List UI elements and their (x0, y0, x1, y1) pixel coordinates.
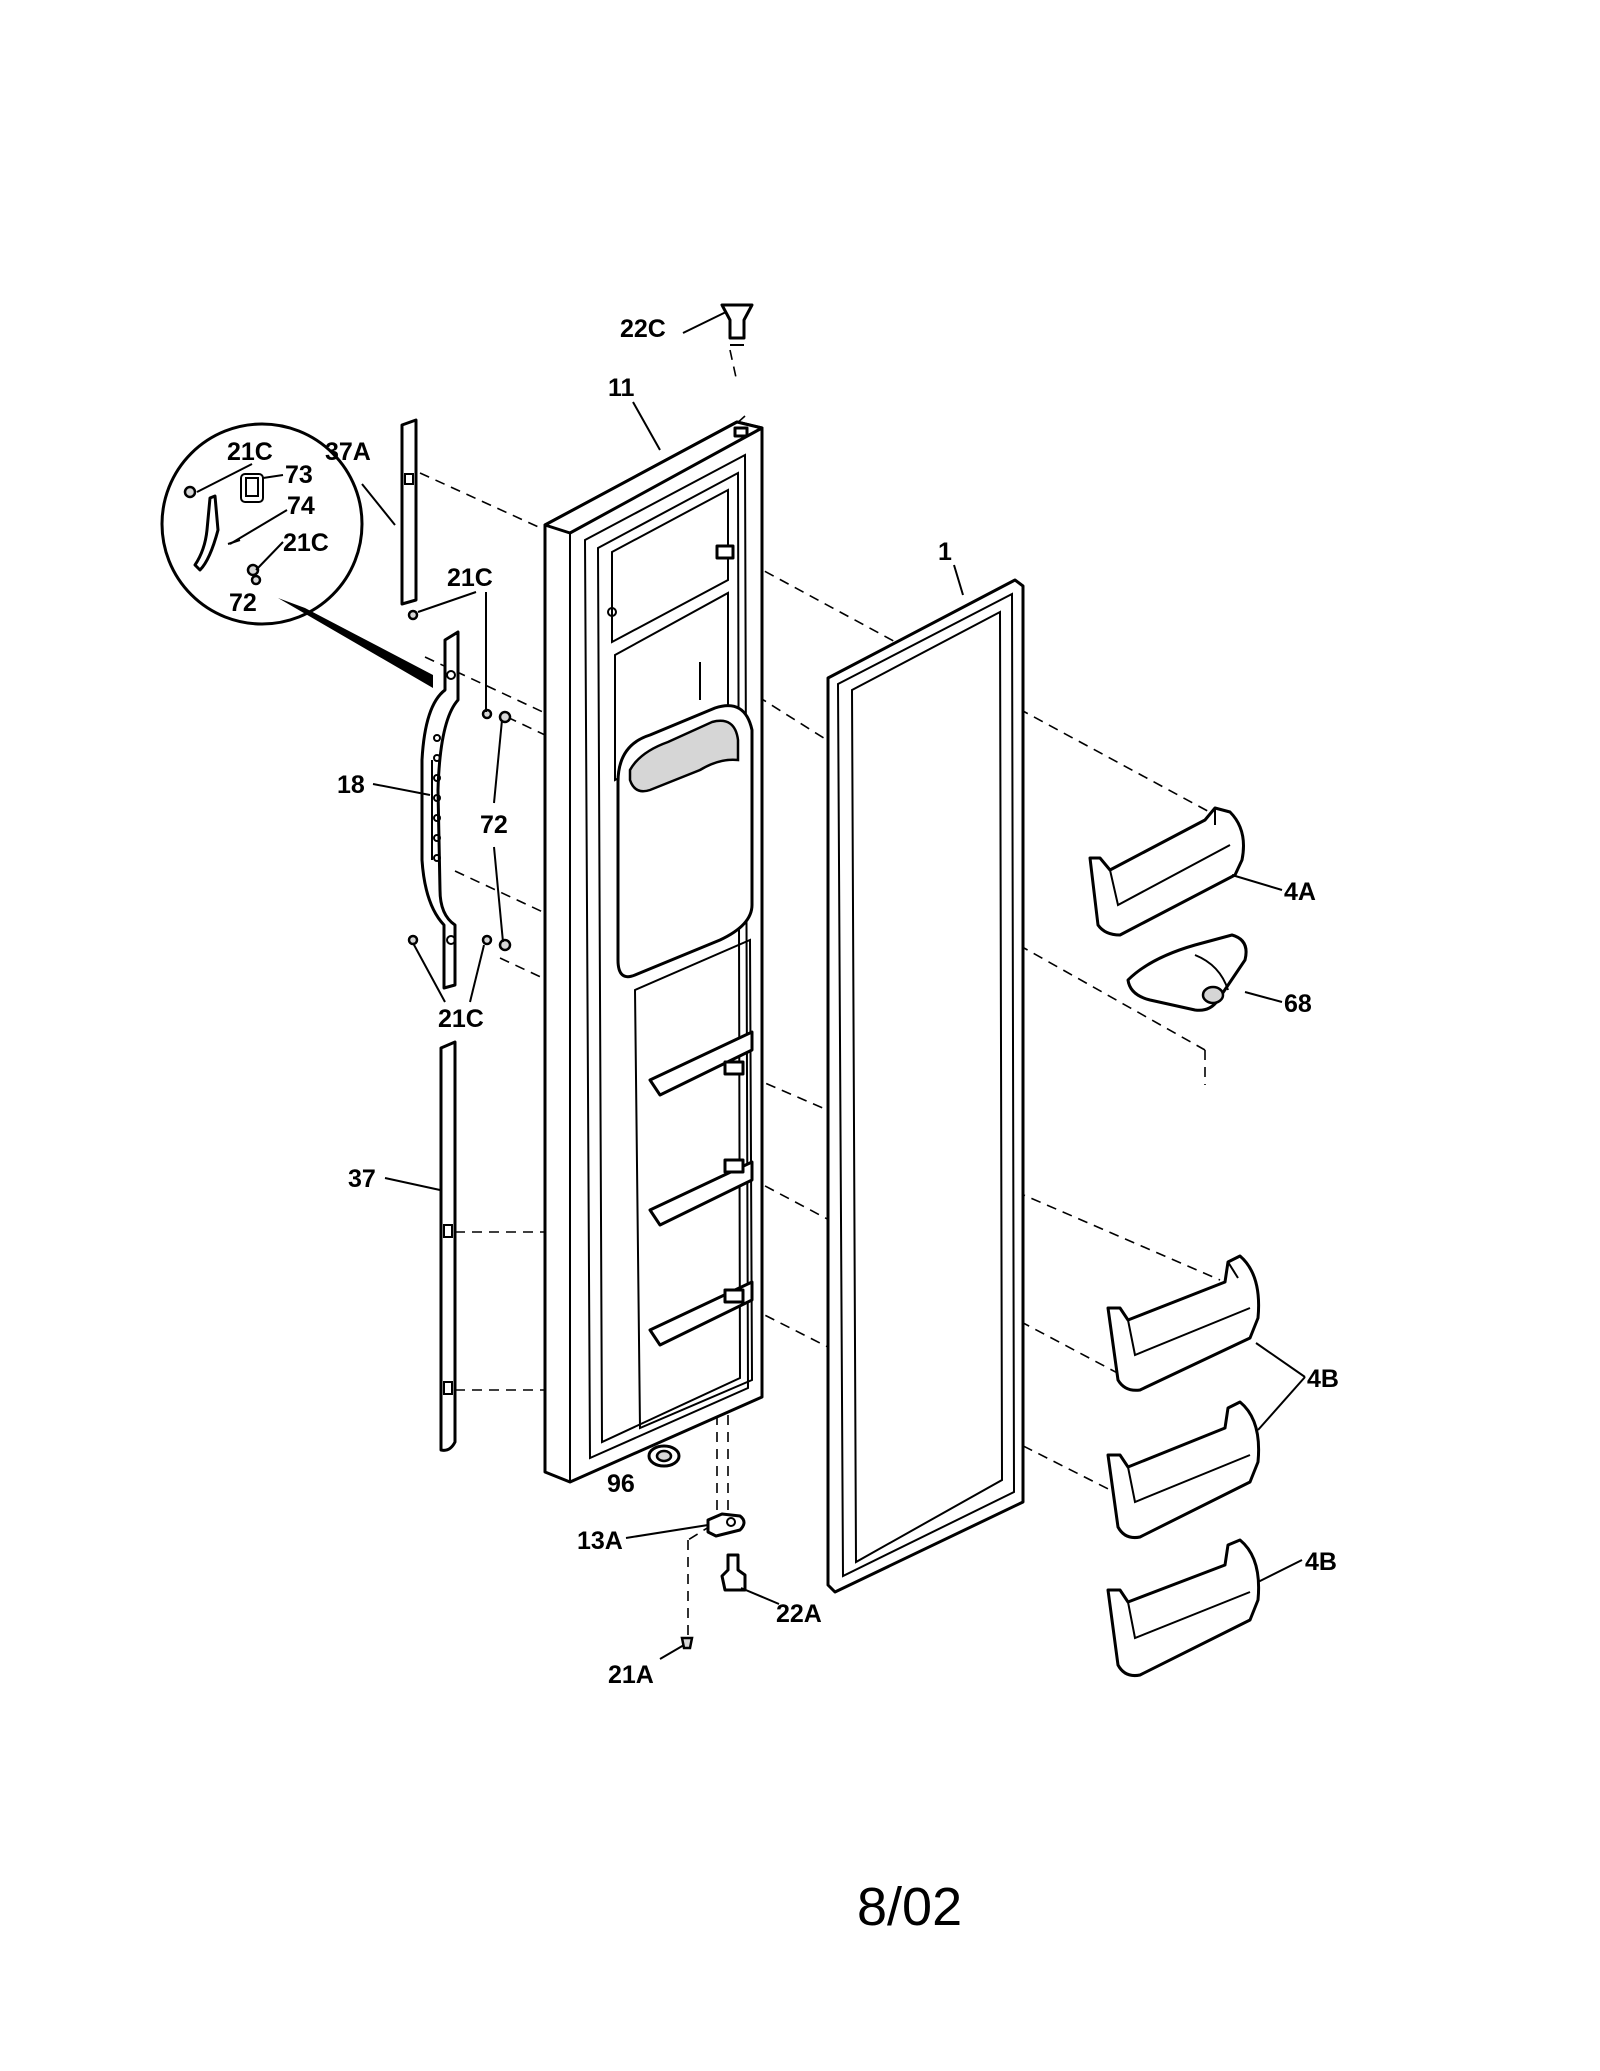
callout-1: 1 (938, 538, 952, 566)
door-bin-4b-1 (1106, 1254, 1261, 1392)
callout-96: 96 (607, 1470, 635, 1498)
top-hinge-pin (720, 303, 754, 346)
callout-21c-inset-a: 21C (227, 438, 273, 466)
lower-handle-trim (439, 1040, 457, 1452)
screw-21a (680, 1636, 694, 1650)
callout-37: 37 (348, 1165, 376, 1193)
callout-72-inset: 72 (229, 589, 257, 617)
alignment-lines (419, 349, 1221, 1635)
door-handle (420, 630, 460, 990)
callout-73: 73 (285, 461, 313, 489)
handle-ridges (433, 734, 441, 862)
door-bin-4b-3 (1106, 1538, 1261, 1677)
door-bin-4a (1088, 806, 1245, 937)
callout-21a: 21A (608, 1661, 654, 1689)
callout-4b-upper: 4B (1307, 1365, 1339, 1393)
callout-68: 68 (1284, 990, 1312, 1018)
plug (647, 1444, 681, 1468)
upper-handle-trim (400, 418, 418, 606)
callout-labels: 22C 11 37A 21C 73 74 21C 72 21C 1 18 72 … (227, 315, 1339, 1689)
freezer-door (543, 420, 764, 1484)
door-bin-4b-2 (1106, 1400, 1261, 1539)
callout-4a: 4A (1284, 878, 1316, 906)
ice-bin-68 (1126, 933, 1248, 1012)
revision-date: 8/02 (857, 1877, 962, 1937)
callout-21c-lower: 21C (438, 1005, 484, 1033)
callout-21c-inset-b: 21C (283, 529, 329, 557)
callout-11: 11 (608, 374, 635, 402)
callout-21c-upper: 21C (447, 564, 493, 592)
bottom-hinge-bracket (706, 1512, 746, 1538)
callout-72: 72 (480, 811, 508, 839)
callout-13a: 13A (577, 1527, 623, 1555)
callout-4b-lower: 4B (1305, 1548, 1337, 1576)
handle-fasteners (407, 609, 512, 952)
leader-lines (196, 311, 1306, 1660)
callout-18: 18 (337, 771, 365, 799)
callout-22c-top: 22C (620, 315, 666, 343)
bottom-hinge-pin (720, 1553, 747, 1592)
callout-74: 74 (287, 492, 315, 520)
door-gasket (826, 578, 1025, 1594)
callout-22a: 22A (776, 1600, 822, 1628)
callout-37a: 37A (325, 438, 371, 466)
